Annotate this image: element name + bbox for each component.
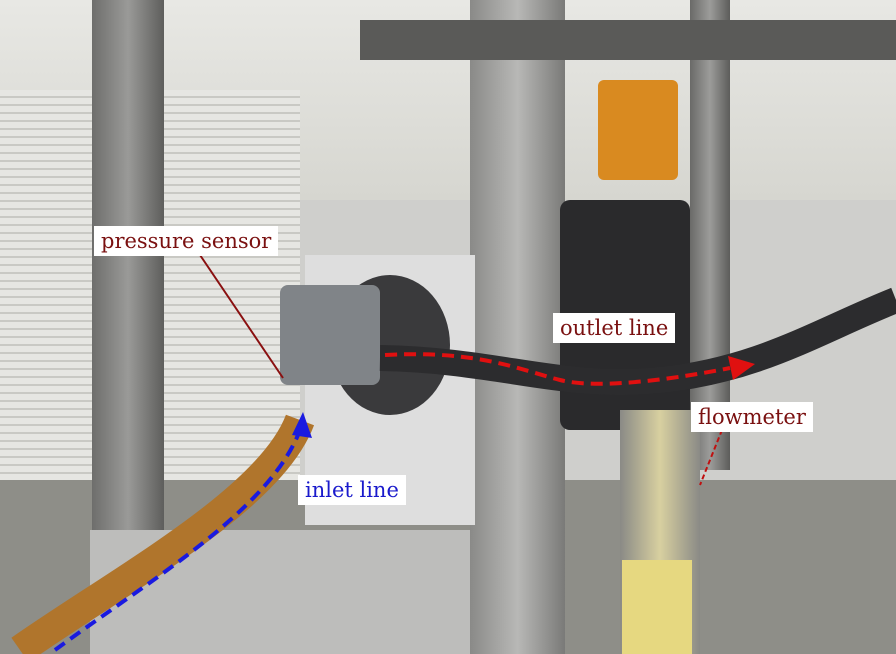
flowmeter-pointer [699,429,723,486]
overhead-beam [360,20,896,60]
inlet-arrowhead [292,412,312,438]
steel-column-center [470,0,565,654]
pressure-sensor-label: pressure sensor [94,226,279,256]
steel-column-left [92,0,164,600]
outlet-hose [379,287,896,395]
flowmeter-label: flowmeter [691,402,813,432]
outlet-line-label: outlet line [553,313,676,343]
hydraulic-pump [280,285,380,385]
inlet-line-label: inlet line [298,475,406,505]
steel-column-right [690,0,730,470]
outlet-flow-arrow [384,352,731,386]
yellow-block [622,560,692,654]
inlet-flow-arrow [53,429,302,652]
hoist [598,80,678,180]
outlet-arrowhead [728,356,755,380]
inlet-hose [11,414,315,654]
pressure-sensor-pointer [199,254,284,379]
